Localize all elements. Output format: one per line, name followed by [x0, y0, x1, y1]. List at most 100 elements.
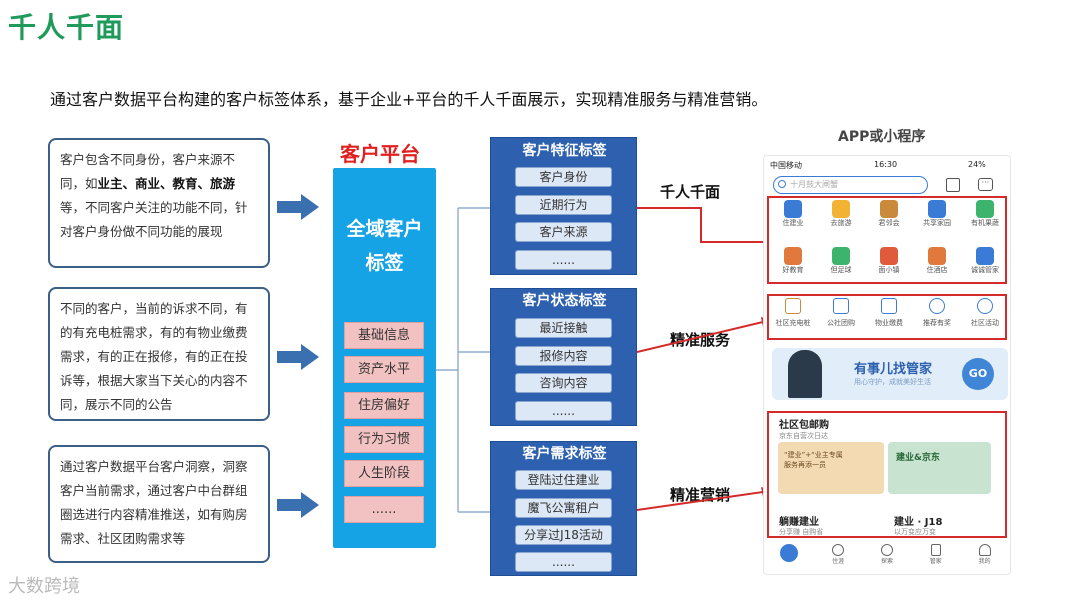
- tab-explore[interactable]: 探索: [867, 544, 907, 565]
- service-item[interactable]: 推荐有奖: [913, 298, 961, 328]
- tag-item: 咨询内容: [515, 373, 612, 393]
- butler-tab-icon: [931, 544, 941, 556]
- status-time: 16:30: [874, 160, 897, 169]
- item1-name: 躺赚建业: [779, 513, 819, 528]
- home-tab-icon: [780, 544, 798, 562]
- tag-item: 客户来源: [515, 222, 612, 242]
- grid-item[interactable]: 君邻会: [865, 200, 913, 228]
- search-icon: [778, 180, 786, 188]
- left-box-identity: 客户包含不同身份，客户来源不同，如业主、商业、教育、旅游等，不同客户关注的功能不…: [48, 138, 270, 268]
- label-personalized: 千人千面: [660, 181, 720, 202]
- platform-main-label: 全域客户 标签: [333, 212, 436, 280]
- payment-icon: [881, 298, 897, 314]
- grid-item[interactable]: 去旅游: [817, 200, 865, 228]
- go-button[interactable]: GO: [962, 358, 994, 390]
- promo-card-2-text: 建业&京东: [896, 450, 940, 463]
- tab-live[interactable]: 住涯: [818, 544, 858, 565]
- platform-item: 行为习惯: [344, 426, 424, 453]
- tab-profile[interactable]: 我的: [965, 544, 1005, 565]
- tab-butler[interactable]: 管家: [916, 544, 956, 565]
- tag-item: 近期行为: [515, 195, 612, 215]
- grid-item[interactable]: 住建业: [769, 200, 817, 228]
- bracket-connector: [436, 200, 492, 520]
- item1-sub: 分享赚 自购省: [779, 527, 823, 537]
- reward-icon: [929, 298, 945, 314]
- group-buy-title: 社区包邮购: [779, 416, 829, 431]
- platform-title: 客户平台: [340, 138, 420, 167]
- item2-name: 建业 · J18: [894, 513, 942, 528]
- platform-item: 住房偏好: [344, 392, 424, 419]
- tag-item: ......: [515, 401, 612, 421]
- platform-item: ......: [344, 496, 424, 523]
- compass-icon: [881, 544, 893, 556]
- service-item[interactable]: 公社团购: [817, 298, 865, 328]
- left-box-needs: 不同的客户，当前的诉求不同，有的有充电桩需求，有的有物业缴费需求，有的正在报修，…: [48, 287, 270, 421]
- watermark: 大数跨境: [8, 572, 80, 598]
- service-row: 社区充电桩 公社团购 物业缴费 推荐有奖 社区活动: [769, 298, 1009, 328]
- service-item[interactable]: 社区活动: [961, 298, 1009, 328]
- scan-icon[interactable]: [946, 178, 960, 192]
- platform-item: 人生阶段: [344, 460, 424, 487]
- status-carrier: 中国移动: [770, 160, 802, 171]
- town-icon: [880, 247, 898, 265]
- group-buy-subtitle: 京东自营次日达: [779, 431, 828, 441]
- platform-main-line: 全域客户: [333, 212, 436, 246]
- tag-group-title: 客户需求标签: [491, 442, 638, 466]
- page-subtitle: 通过客户数据平台构建的客户标签体系，基于企业+平台的千人千面展示，实现精准服务与…: [50, 86, 767, 110]
- service-item[interactable]: 社区充电桩: [769, 298, 817, 328]
- left-box-text: 通过客户数据平台客户洞察，洞察客户当前需求，通过客户中台群组圈选进行内容精准推送…: [60, 459, 248, 546]
- item2-sub: 以万变应万变: [894, 527, 936, 537]
- tag-group-title: 客户状态标签: [491, 289, 638, 313]
- grid-item[interactable]: 住酒店: [913, 247, 961, 275]
- hotel-icon: [928, 247, 946, 265]
- grid-item[interactable]: 有机果蔬: [961, 200, 1009, 228]
- group-buy-icon: [833, 298, 849, 314]
- function-grid-row-1: 住建业 去旅游 君邻会 共享家园 有机果蔬: [769, 200, 1009, 228]
- football-icon: [832, 247, 850, 265]
- banner-subtitle: 用心守护，成就美好生活: [854, 377, 931, 387]
- app-title: APP或小程序: [838, 126, 925, 146]
- left-box-text: 不同的客户，当前的诉求不同，有的有充电桩需求，有的有物业缴费需求，有的正在报修，…: [60, 301, 248, 412]
- platform-item: 基础信息: [344, 322, 424, 349]
- butler-icon: [976, 247, 994, 265]
- service-item[interactable]: 物业缴费: [865, 298, 913, 328]
- club-icon: [880, 200, 898, 218]
- left-box-insight: 通过客户数据平台客户洞察，洞察客户当前需求，通过客户中台群组圈选进行内容精准推送…: [48, 445, 270, 563]
- status-battery: 24%: [968, 160, 986, 169]
- grid-item[interactable]: 好教育: [769, 247, 817, 275]
- community-icon: [928, 200, 946, 218]
- platform-main-line: 标签: [333, 246, 436, 280]
- tag-item: 最近接触: [515, 318, 612, 338]
- left-box-bold: 业主、商业、教育、旅游: [98, 176, 236, 191]
- right-arrow-icon: [277, 492, 319, 518]
- grid-item[interactable]: 面小镇: [865, 247, 913, 275]
- grid-item[interactable]: 诚诚管家: [961, 247, 1009, 275]
- tag-item: ......: [515, 552, 612, 572]
- left-box-text: 等，不同客户关注的功能不同，针对客户身份做不同功能的展现: [60, 200, 248, 239]
- activity-icon: [977, 298, 993, 314]
- produce-icon: [976, 200, 994, 218]
- tag-item: ......: [515, 250, 612, 270]
- search-input[interactable]: 十月鼓大闸蟹: [773, 176, 928, 194]
- grid-item[interactable]: 共享家园: [913, 200, 961, 228]
- function-grid-row-2: 好教育 但足球 面小镇 住酒店 诚诚管家: [769, 247, 1009, 275]
- education-icon: [784, 247, 802, 265]
- tag-item: 登陆过住建业: [515, 470, 612, 490]
- right-arrow-icon: [277, 194, 319, 220]
- user-icon: [979, 544, 991, 556]
- tag-group-title: 客户特征标签: [491, 138, 638, 164]
- red-connector-lines: [637, 200, 771, 520]
- butler-avatar: [788, 350, 822, 398]
- tab-home[interactable]: [769, 544, 809, 565]
- tab-bar: 住涯 探索 管家 我的: [765, 544, 1009, 565]
- tag-item: 分享过J18活动: [515, 525, 612, 545]
- tag-item: 魔飞公寓租户: [515, 498, 612, 518]
- platform-item: 资产水平: [344, 356, 424, 383]
- message-icon[interactable]: ···: [978, 178, 993, 191]
- home-icon: [784, 200, 802, 218]
- grid-item[interactable]: 但足球: [817, 247, 865, 275]
- travel-icon: [832, 200, 850, 218]
- banner-title: 有事儿找管家: [854, 358, 932, 377]
- charger-icon: [785, 298, 801, 314]
- clock-icon: [832, 544, 844, 556]
